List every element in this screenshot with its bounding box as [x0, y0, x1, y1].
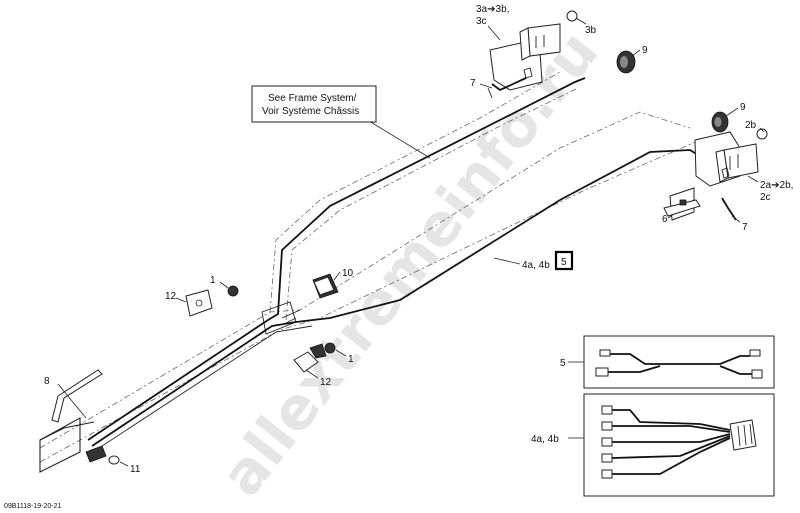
callout-2a: 2a➔2b,	[760, 180, 793, 191]
callout-12-top: 12	[165, 291, 177, 302]
callout-5-box-text: 5	[561, 257, 567, 268]
callout-7-top: 7	[470, 78, 476, 89]
callout-10: 10	[342, 268, 354, 279]
inset-harness-5: 5	[560, 335, 775, 389]
callout-1-top: 1	[210, 275, 216, 286]
callout-7-right: 7	[742, 222, 748, 233]
marker-light-9-right	[711, 111, 729, 133]
callout-9-right: 9	[740, 102, 746, 113]
right-tail-light-assembly	[694, 128, 768, 221]
callouts: 3a➔3b, 3c 3b 9 7 9 2b 2a➔2b, 2c 6 7 4a, …	[44, 4, 793, 475]
inset-5-label: 5	[560, 358, 566, 369]
cover-12-bottom	[293, 343, 327, 373]
rod-8	[51, 369, 103, 423]
wire-harness	[87, 77, 707, 451]
marker-light-9-top	[616, 50, 636, 74]
grommet-1	[227, 285, 336, 354]
leader-lines	[57, 17, 765, 467]
callout-2b: 2b	[745, 120, 757, 131]
callout-12-bottom: 12	[320, 377, 332, 388]
callout-4a-4b: 4a, 4b	[522, 260, 550, 271]
callout-3c: 3c	[476, 16, 487, 27]
callout-6: 6	[662, 214, 668, 225]
junction-box-10	[312, 273, 339, 299]
callout-3b: 3b	[585, 25, 597, 36]
inset-harness-4: 4a, 4b	[531, 393, 775, 497]
cover-12-top	[185, 289, 213, 317]
callout-3a: 3a➔3b,	[476, 4, 509, 15]
callout-2c: 2c	[760, 192, 771, 203]
callout-5-box: 5	[554, 250, 574, 271]
connector-11	[85, 445, 120, 465]
callout-1-bottom: 1	[348, 354, 354, 365]
callout-11: 11	[130, 464, 141, 475]
frame-system-note: See Frame System/ Voir Système Châssis	[251, 85, 377, 123]
inset-4-label: 4a, 4b	[531, 434, 559, 445]
callout-8: 8	[44, 376, 50, 387]
callout-9-top: 9	[642, 45, 648, 56]
footer-code: 09B1118-19-20-21	[4, 503, 61, 510]
license-bracket-6	[663, 187, 701, 221]
frame-note-line1: See Frame System/	[268, 93, 357, 104]
top-tail-light-assembly	[487, 10, 578, 99]
frame-note-line2: Voir Système Châssis	[262, 106, 359, 117]
